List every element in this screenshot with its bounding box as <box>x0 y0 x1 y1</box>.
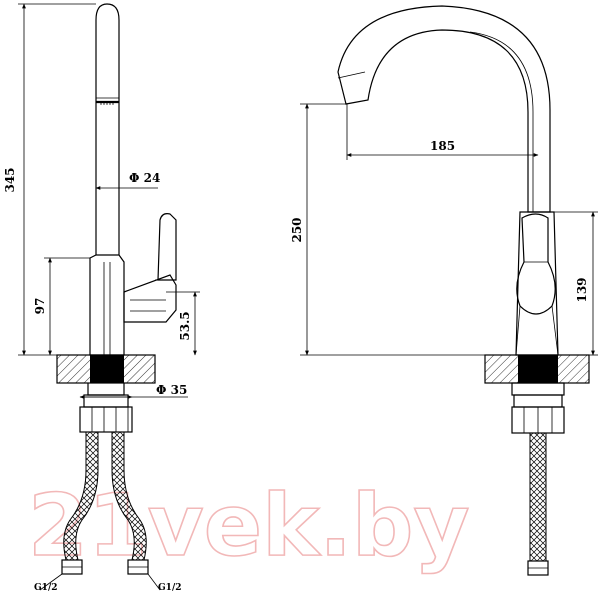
dim-handle-top-height: 139 <box>575 277 589 302</box>
front-hose <box>529 432 547 562</box>
front-handle <box>516 213 556 315</box>
front-spout <box>337 5 551 213</box>
dim-handle-height: 53.5 <box>178 311 192 340</box>
dim-spout-diameter: Φ 24 <box>129 171 160 185</box>
side-body <box>89 254 125 356</box>
dim-base-height: 97 <box>33 298 47 315</box>
side-handle <box>123 274 177 323</box>
dim-base-diameter: Φ 35 <box>156 383 187 397</box>
side-view: 345 Φ 24 97 53.5 Φ 35 G1/2 G1/2 <box>3 3 200 593</box>
front-view: 185 250 139 <box>290 5 598 576</box>
watermark: 21vek.by <box>28 476 470 576</box>
dim-total-height: 345 <box>3 167 17 192</box>
dim-spout-height: 250 <box>290 217 304 242</box>
side-spout-tube <box>95 3 120 255</box>
connection-label-right: G1/2 <box>158 583 182 593</box>
dim-reach: 185 <box>430 139 455 153</box>
connection-label-left: G1/2 <box>34 583 58 593</box>
